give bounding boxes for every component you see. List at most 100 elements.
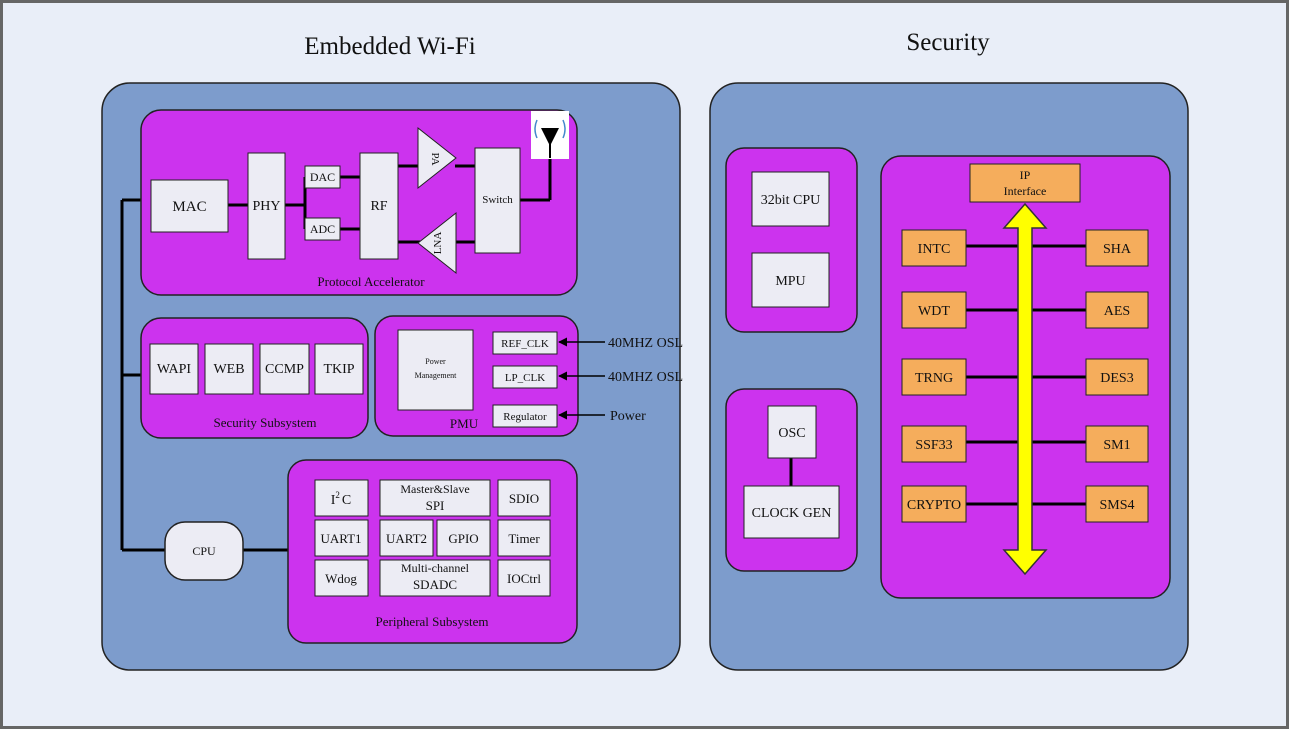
spi-label-line1: Master&Slave — [400, 482, 469, 496]
clock-group: OSC CLOCK GEN — [725, 388, 858, 572]
wdog-label: Wdog — [325, 571, 357, 586]
web-block — [204, 343, 254, 395]
tkip-block — [314, 343, 364, 395]
tkip-label: TKIP — [323, 362, 354, 377]
crypto-engine-group: IP Interface INTC WDT TRNG SSF33 CRYPTO … — [880, 155, 1171, 599]
power-management-label-line2: Management — [415, 371, 458, 380]
spi-block — [379, 479, 491, 517]
power-management-block — [397, 329, 474, 411]
intc-label: INTC — [918, 242, 951, 257]
sm1-label: SM1 — [1103, 438, 1130, 453]
ref-clk-source-label: 40MHZ OSL — [608, 336, 683, 351]
ssf33-block — [901, 425, 967, 463]
sdio-block — [497, 479, 551, 517]
sha-label: SHA — [1103, 242, 1132, 257]
trng-label: TRNG — [915, 371, 953, 386]
lp-clk-label: LP_CLK — [505, 372, 545, 384]
ioctrl-block — [497, 559, 551, 597]
gpio-label: GPIO — [448, 531, 478, 546]
antenna-icon — [531, 111, 569, 159]
ip-interface-label-line2: Interface — [1004, 184, 1047, 198]
phy-block — [247, 152, 286, 260]
adc-block — [304, 217, 341, 241]
ccmp-block — [259, 343, 310, 395]
lna-amplifier — [417, 211, 457, 275]
pa-amplifier — [417, 126, 457, 190]
ioctrl-label: IOCtrl — [507, 571, 541, 586]
i2c-block — [314, 479, 369, 517]
uart1-label: UART1 — [320, 531, 361, 546]
cpu32-block — [751, 171, 830, 227]
timer-label: Timer — [508, 531, 540, 546]
mpu-label: MPU — [775, 274, 805, 289]
peripheral-subsystem-label: Peripheral Subsystem — [375, 614, 488, 629]
clock-gen-label: CLOCK GEN — [752, 506, 832, 521]
clock-gen-block — [743, 485, 840, 539]
phy-label: PHY — [252, 199, 280, 214]
adc-label: ADC — [310, 222, 335, 236]
protocol-accelerator-label: Protocol Accelerator — [317, 274, 425, 289]
spi-label-line2: SPI — [426, 498, 445, 513]
wifi-title: Embedded Wi-Fi — [304, 33, 475, 60]
web-label: WEB — [213, 362, 244, 377]
mac-block — [150, 179, 229, 233]
crypto-block — [901, 485, 967, 523]
wdog-block — [314, 559, 369, 597]
des3-block — [1085, 358, 1149, 396]
intc-block — [901, 229, 967, 267]
power-management-label-line1: Power — [425, 357, 446, 366]
switch-label: Switch — [482, 194, 513, 206]
ref-clk-block — [492, 331, 558, 355]
rf-block — [359, 152, 399, 260]
cpu32-label: 32bit CPU — [761, 193, 821, 208]
ip-interface-block — [969, 163, 1081, 203]
sms4-label: SMS4 — [1099, 498, 1134, 513]
trng-block — [901, 358, 967, 396]
wdt-label: WDT — [918, 304, 950, 319]
lp-clk-block — [492, 365, 558, 389]
sms4-block — [1085, 485, 1149, 523]
security-title: Security — [906, 29, 990, 56]
wapi-block — [149, 343, 199, 395]
internal-bus-arrow — [1002, 202, 1048, 576]
sdadc-label-line1: Multi-channel — [401, 561, 470, 575]
cpu-label: CPU — [192, 544, 216, 558]
mpu-block — [751, 252, 830, 308]
crypto-label: CRYPTO — [907, 498, 961, 513]
ref-clk-label: REF_CLK — [501, 338, 549, 350]
sm1-block — [1085, 425, 1149, 463]
dac-label: DAC — [310, 170, 335, 184]
sdadc-label-line2: SDADC — [413, 577, 457, 592]
switch-block — [474, 147, 521, 254]
timer-block — [497, 519, 551, 557]
uart2-label: UART2 — [386, 531, 427, 546]
lp-clk-source-label: 40MHZ OSL — [608, 370, 683, 385]
aes-label: AES — [1104, 304, 1130, 319]
uart1-block — [314, 519, 369, 557]
sha-block — [1085, 229, 1149, 267]
osc-block — [767, 405, 817, 459]
regulator-label: Regulator — [503, 411, 547, 423]
gpio-block — [436, 519, 491, 557]
regulator-block — [492, 404, 558, 428]
wdt-block — [901, 291, 967, 329]
lna-label: LNA — [432, 232, 444, 255]
processor-group: 32bit CPU MPU — [725, 147, 858, 333]
uart2-block — [379, 519, 434, 557]
ssf33-label: SSF33 — [915, 438, 952, 453]
ccmp-label: CCMP — [265, 362, 304, 377]
ip-interface-label-line1: IP — [1020, 168, 1031, 182]
rf-label: RF — [370, 199, 387, 214]
wapi-label: WAPI — [157, 362, 192, 377]
power-source-label: Power — [610, 409, 646, 424]
aes-block — [1085, 291, 1149, 329]
pa-label: PA — [429, 152, 441, 165]
cpu-block — [164, 521, 244, 581]
pmu-label: PMU — [450, 416, 479, 431]
protocol-accelerator: MAC PHY DAC ADC RF PA LNA Switch Protoco… — [140, 109, 578, 296]
security-subsystem-label: Security Subsystem — [214, 415, 317, 430]
osc-label: OSC — [778, 426, 805, 441]
